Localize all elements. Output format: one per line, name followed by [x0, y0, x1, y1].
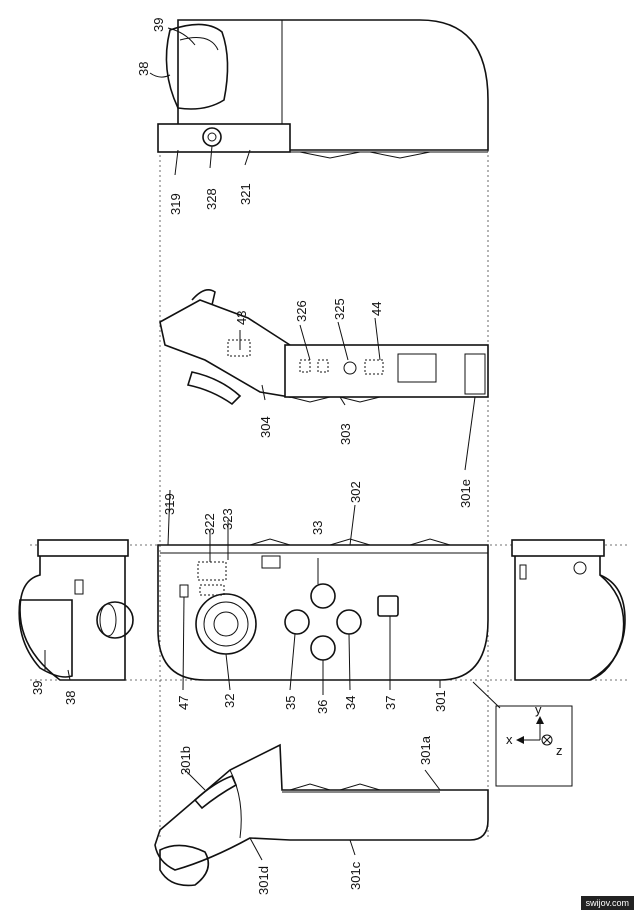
analog-stick-32	[195, 593, 257, 655]
label-32: 32	[222, 694, 237, 708]
top-view-body	[177, 19, 489, 151]
label-328: 328	[204, 188, 219, 210]
label-302: 302	[348, 481, 363, 503]
right-side-view	[511, 539, 626, 681]
label-301a: 301a	[418, 735, 433, 765]
reference-labels: 38 39 319 328 321 43 326 325 44 304 303 …	[30, 18, 473, 895]
top-view-rail	[157, 123, 291, 153]
label-301e: 301e	[458, 479, 473, 508]
middle-view-rail	[284, 344, 489, 398]
label-319-top: 319	[168, 193, 183, 215]
label-36: 36	[315, 700, 330, 714]
front-view	[157, 538, 489, 681]
label-44: 44	[369, 302, 384, 316]
middle-side-view	[159, 289, 489, 406]
label-301b: 301b	[178, 746, 193, 775]
label-301c: 301c	[348, 861, 363, 890]
button-35	[284, 609, 310, 635]
left-view-body	[19, 544, 126, 681]
right-view-body	[514, 544, 626, 681]
label-323: 323	[220, 508, 235, 530]
label-47: 47	[176, 696, 191, 710]
label-34: 34	[343, 696, 358, 710]
axis-label-x: x	[506, 732, 513, 747]
left-side-view	[18, 539, 134, 681]
label-301d: 301d	[256, 866, 271, 895]
label-304: 304	[258, 416, 273, 438]
label-38-top: 38	[136, 62, 151, 76]
label-303: 303	[338, 423, 353, 445]
label-321: 321	[238, 183, 253, 205]
label-325: 325	[332, 298, 347, 320]
label-301: 301	[433, 690, 448, 712]
button-33	[310, 583, 336, 609]
left-view-stick	[96, 601, 134, 639]
label-35: 35	[283, 696, 298, 710]
label-39-top: 39	[151, 18, 166, 32]
middle-view-upper	[159, 299, 291, 398]
button-36	[310, 635, 336, 661]
axis-label-y: y	[535, 702, 542, 717]
label-39-left: 39	[30, 681, 45, 695]
top-view	[157, 19, 489, 159]
axis-label-z: z	[556, 743, 563, 758]
label-319-front: 319	[162, 493, 177, 515]
axis-indicator: y x z	[472, 681, 573, 787]
button-37	[377, 595, 399, 617]
watermark: swijov.com	[580, 896, 634, 910]
label-43: 43	[234, 311, 249, 325]
label-326: 326	[294, 300, 309, 322]
bottom-view-body	[154, 743, 489, 871]
label-38-left: 38	[63, 691, 78, 705]
label-33: 33	[310, 521, 325, 535]
bottom-side-view	[154, 743, 489, 887]
top-view-strap	[165, 23, 229, 110]
label-322: 322	[202, 513, 217, 535]
button-34	[336, 609, 362, 635]
label-37: 37	[383, 696, 398, 710]
leader-lines	[44, 27, 476, 861]
